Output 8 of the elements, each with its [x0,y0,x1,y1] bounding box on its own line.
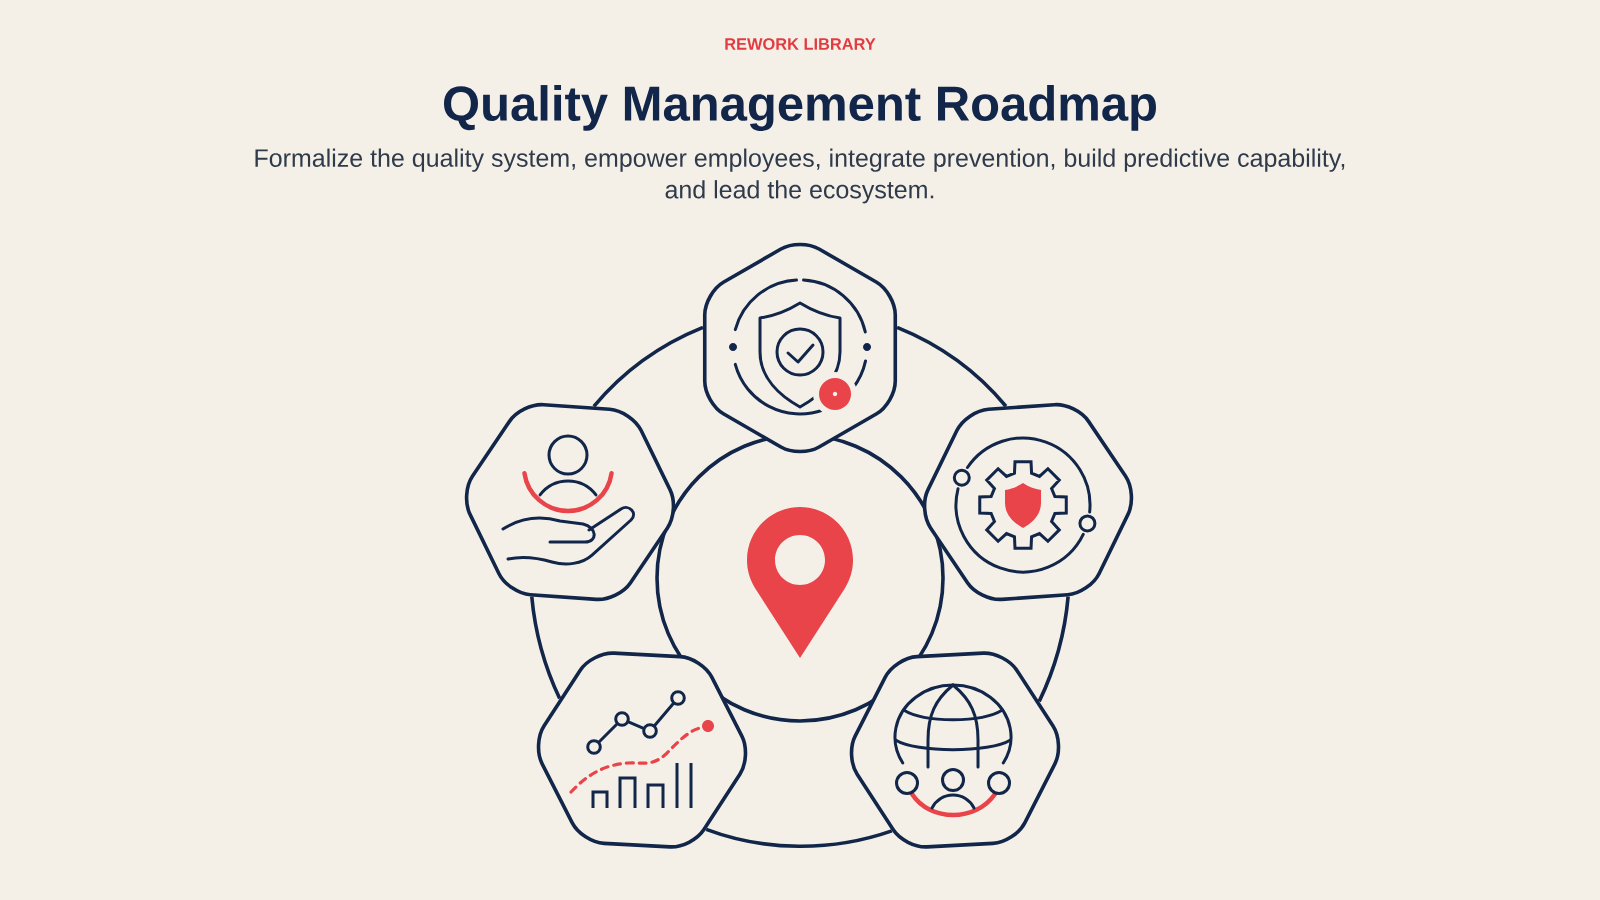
ring-arc [705,827,893,849]
ring-arc [592,325,704,408]
ring-arc [896,325,1008,408]
title: Quality Management Roadmap [444,85,1156,131]
kicker-text: REWORK LIBRARY [725,38,876,50]
subtitle: Formalize the quality system, empower employees, integrate prevention, build predictive capability, and lead the ecosystem. [255,148,1345,204]
ring-arc [1037,596,1070,703]
ring-arc [530,596,562,700]
